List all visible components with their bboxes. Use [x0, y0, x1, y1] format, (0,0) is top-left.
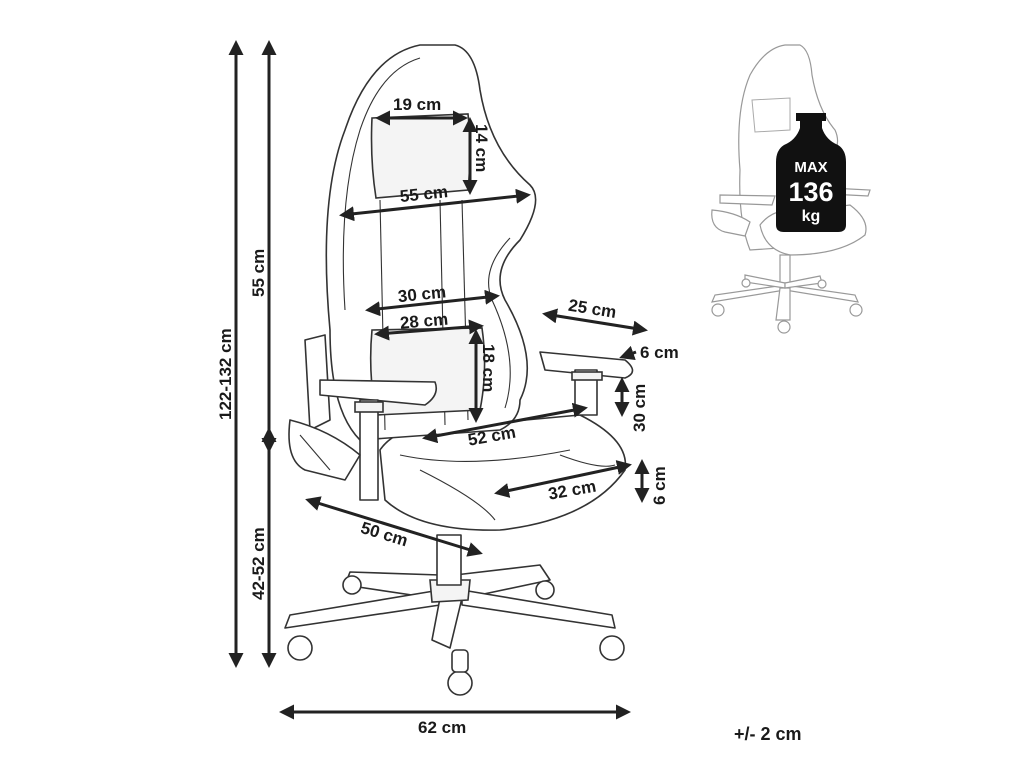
backrest-upper-width-label: 55 cm — [399, 182, 449, 206]
base-width-label: 62 cm — [418, 718, 466, 737]
pillow-height-label: 14 cm — [472, 124, 491, 172]
seat-depth-line — [422, 402, 588, 444]
dimension-labels: 19 cm 14 cm 55 cm 30 cm 28 cm 18 cm 25 c… — [216, 95, 679, 737]
armrest-width-label: 6 cm — [640, 343, 679, 362]
right-armrest — [539, 351, 634, 416]
tolerance-note: +/- 2 cm — [734, 724, 802, 744]
armrest-length-line — [542, 308, 648, 336]
seat-width-line — [494, 460, 632, 498]
armrest-height-label: 30 cm — [630, 384, 649, 432]
weight-value: 136 — [788, 177, 833, 207]
dimension-lines — [228, 40, 650, 720]
backrest-lower-width-label: 30 cm — [397, 282, 447, 306]
seat-thickness-label: 6 cm — [650, 466, 669, 505]
armrest-width-line — [619, 345, 637, 361]
chair-casters — [287, 575, 625, 696]
lumbar-width-line — [374, 319, 484, 341]
lumbar-width-label: 28 cm — [399, 310, 449, 333]
left-armrest — [288, 334, 438, 501]
weight-max-label: MAX — [794, 159, 827, 176]
pillow-width-label: 19 cm — [393, 95, 441, 114]
chair-drawing — [284, 44, 634, 696]
backrest-lower-width-line — [365, 289, 500, 317]
backrest-upper-width-line — [339, 188, 531, 222]
backrest-height-label: 55 cm — [249, 249, 268, 297]
seat-height-label: 42-52 cm — [249, 527, 268, 600]
weight-unit: kg — [802, 208, 821, 225]
total-height-label: 122-132 cm — [216, 328, 235, 420]
max-weight-badge: MAX 136 kg — [776, 113, 846, 232]
chair-base — [284, 534, 616, 649]
base-diagonal-line — [305, 496, 483, 557]
lumbar-height-label: 18 cm — [479, 344, 498, 392]
